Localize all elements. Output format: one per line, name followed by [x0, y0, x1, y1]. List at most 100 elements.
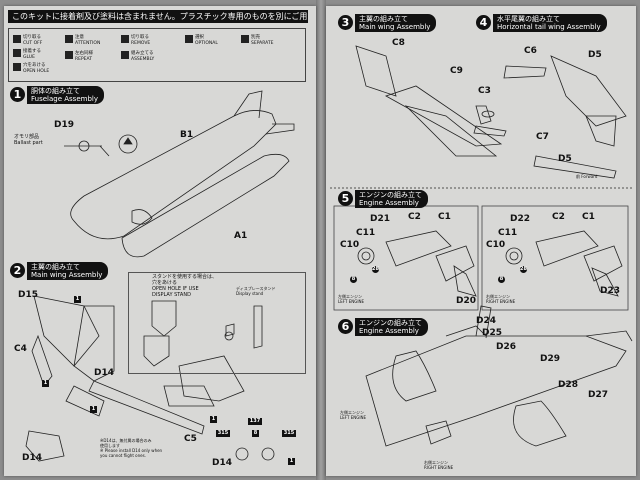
wing-part-c8: [355, 45, 397, 97]
step-count-badge: 1: [42, 380, 49, 387]
part-label: B1: [180, 130, 194, 140]
part-label: C11: [498, 228, 518, 238]
repeat-icon: [65, 51, 73, 59]
legend-item: 注意 ATTENTION: [65, 35, 100, 46]
color-code-badge: 28: [372, 266, 379, 273]
part-label: C10: [340, 240, 360, 250]
left-page: このキットに接着剤及び塗料は含まれません。プラスチック専用のものを別にご用意くだ…: [4, 6, 316, 476]
step-6-header: 6 エンジンの組み立て Engine Assembly: [338, 317, 428, 336]
legend-item: 組み立てる ASSEMBLY: [121, 51, 154, 62]
fuselage-half-a1: [121, 153, 290, 258]
forward-note: 前 Forward: [576, 174, 598, 179]
part-label: C2: [408, 212, 421, 222]
attention-icon: [65, 35, 73, 43]
part-label: C7: [536, 132, 549, 142]
part-label: D21: [370, 214, 390, 224]
step-5-header: 5 エンジンの組み立て Engine Assembly: [338, 189, 428, 208]
part-label: D5: [588, 50, 602, 60]
wing-root: [73, 305, 115, 382]
part-label: D5: [558, 154, 572, 164]
nose-gear-bay: [131, 209, 153, 225]
line-art-right: [330, 45, 633, 447]
part-label: C8: [392, 38, 405, 48]
part-label: D24: [476, 316, 496, 326]
step-count-badge: 1: [90, 406, 97, 413]
part-label: C5: [184, 434, 197, 444]
part-label: D29: [540, 354, 560, 364]
legend-item: 別売 SEPARATE: [241, 35, 273, 46]
warning-banner: このキットに接着剤及び塗料は含まれません。プラスチック専用のものを別にご用意くだ…: [8, 10, 308, 23]
optional-icon: [185, 35, 193, 43]
part-label: D28: [558, 380, 578, 390]
part-label: C10: [486, 240, 506, 250]
main-wing-part-c4: [31, 334, 53, 387]
part-label: D27: [588, 390, 608, 400]
tail-part-c7: [585, 115, 617, 147]
legend-item: 切り取る REMOVE: [121, 35, 150, 46]
part-label: D14: [94, 368, 114, 378]
part-label: D19: [54, 120, 74, 130]
wing-panel: [65, 385, 105, 417]
color-code-badge: 315: [216, 430, 230, 437]
part-label: D22: [510, 214, 530, 224]
part-label: D14: [22, 453, 42, 463]
part-label: A1: [234, 231, 248, 241]
left-engine-note: 左側エンジン LEFT ENGINE: [340, 410, 367, 420]
right-engine-note: 右側エンジン RIGHT ENGINE: [486, 294, 516, 304]
step-3-header: 3 主翼の組み立て Main wing Assembly: [338, 13, 437, 32]
color-code-badge: 8: [252, 430, 259, 437]
symbol-legend: 切り取る CUT OFF 接着する GLUE 穴をあける OPEN HOLE 注…: [8, 28, 306, 82]
part-label: D15: [18, 290, 38, 300]
part-label: C2: [552, 212, 565, 222]
right-engine-nacelle: [535, 230, 599, 267]
stand-option-box: [128, 272, 306, 374]
step-count-badge: 1: [74, 296, 81, 303]
color-code-badge: 137: [248, 418, 262, 425]
legend-item: 切り取る CUT OFF: [13, 35, 42, 46]
step-2-header: 2 主翼の組み立て Main wing Assembly: [10, 261, 109, 280]
drill-icon: [13, 63, 21, 71]
part-label: C1: [582, 212, 595, 222]
color-code-badge: 8: [350, 276, 357, 283]
step-4-header: 4 水平尾翼の組み立て Horizontal tail wing Assembl…: [476, 13, 607, 32]
glue-icon: [13, 49, 21, 57]
stand-size-note: ディスプレースタンド Display stand: [236, 286, 276, 296]
wing-part-c9: [385, 85, 503, 147]
right-engine-note: 右側エンジン RIGHT ENGINE: [424, 460, 454, 470]
color-code-badge: 28: [520, 266, 527, 273]
d14-footnote: ※D14は、無付属の場合のみ 使用します ※ Please install D1…: [100, 438, 163, 458]
tail-fin: [233, 90, 263, 119]
step-count-badge: 1: [210, 416, 217, 423]
display-stand-sketch: [253, 305, 263, 349]
fuselage-half-b1: [70, 110, 277, 240]
remove-icon: [121, 35, 129, 43]
legend-item: 穴をあける OPEN HOLE: [13, 63, 49, 74]
stand-hole-detail: [151, 300, 177, 337]
part-d14-bottom: [25, 430, 65, 462]
left-engine-note: 左側エンジン LEFT ENGINE: [338, 294, 365, 304]
ballast-note: オモリ部品 Ballast part: [14, 134, 43, 146]
binding-gutter: [316, 0, 326, 480]
left-engine-nacelle: [385, 230, 452, 267]
aircraft-underside: [365, 335, 627, 447]
wing-assembly: [178, 355, 245, 402]
part-label: C1: [438, 212, 451, 222]
stand-note: スタンドを使用する場合は、 穴をあける OPEN HOLE IF USE DIS…: [152, 274, 218, 298]
part-label: C9: [450, 66, 463, 76]
legend-item: 接着する GLUE: [13, 49, 41, 60]
tail-assembly: [550, 55, 627, 127]
part-label: D23: [600, 286, 620, 296]
main-wing-part-c5: [88, 380, 205, 435]
legend-item: 左右同様 REPEAT: [65, 51, 93, 62]
part-label: C4: [14, 344, 27, 354]
part-label: D25: [482, 328, 502, 338]
color-code-badge: 315: [282, 430, 296, 437]
assembly-icon: [121, 51, 129, 59]
line-art-left: [25, 90, 295, 462]
legend-item: 選択 OPTIONAL: [185, 35, 218, 46]
part-label: C6: [524, 46, 537, 56]
part-label: C3: [478, 86, 491, 96]
left-engine-installed: [392, 350, 437, 402]
right-engine-installed: [513, 400, 567, 447]
tail-part-c6: [503, 65, 547, 79]
